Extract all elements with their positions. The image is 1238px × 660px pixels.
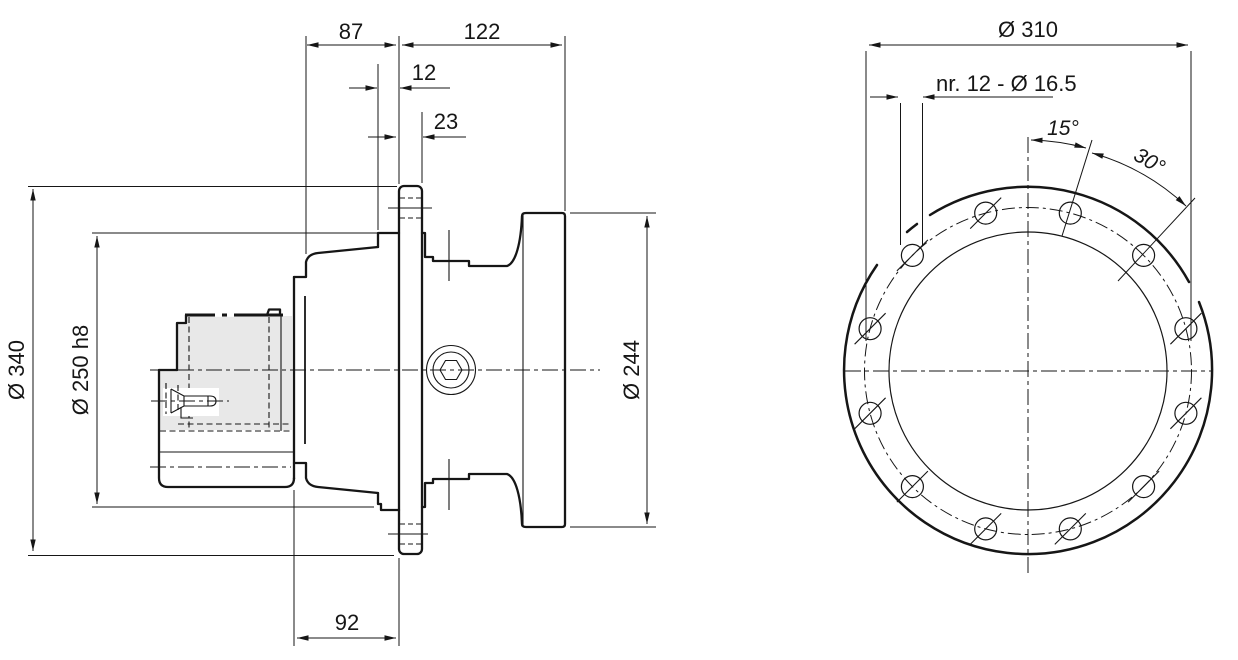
set-screw [163,383,219,419]
dimension-122: 122 [402,19,562,48]
bolt-hole [974,517,998,541]
bolt-hole [974,201,998,225]
dim-12-label: 12 [412,60,436,85]
dimension-30deg: 30° [1091,143,1187,207]
bolt-hole-centermarks [854,197,1202,545]
radial-line-45deg [1117,197,1196,282]
front-centerlines [845,137,1213,576]
bolt-hole [900,475,925,499]
dimensions: 87 122 12 23 92 Ø 340 [4,19,650,641]
bolt-hole [900,243,925,267]
bolt-hole [858,401,882,425]
dim-244-label: Ø 244 [619,340,644,400]
dimension-bolt-holes: nr. 12 - Ø 16.5 [870,71,1077,245]
dimension-340: Ø 340 [4,189,36,551]
flange-outer-circle [842,185,1214,556]
front-flange-view: Ø 310 nr. 12 - Ø 16.5 15° 30° [842,17,1214,576]
dim-250-label: Ø 250 h8 [68,325,93,416]
dimension-92: 92 [297,610,396,641]
flange-bolt-holes [388,197,450,545]
dim-holes-label: nr. 12 - Ø 16.5 [936,71,1077,96]
dimension-12: 12 [349,60,450,91]
dimension-87: 87 [307,19,396,48]
hub-outline [157,308,296,489]
side-section-view: 87 122 12 23 92 Ø 340 [4,19,656,646]
dim-122-label: 122 [464,19,501,44]
dimension-23: 23 [368,109,466,140]
bolt-holes [858,201,1198,541]
dim-92-label: 92 [335,610,359,635]
dim-310-label: Ø 310 [998,17,1058,42]
centerlines [150,369,600,468]
bolt-hole [1058,517,1082,541]
dimension-250h8: Ø 250 h8 [68,236,100,504]
bolt-hole [1131,475,1156,499]
dimension-310: Ø 310 [865,17,1192,341]
pilot-circle [888,231,1168,511]
dim-340-label: Ø 340 [4,340,29,400]
bolt-hole [1058,201,1082,225]
extension-lines [28,36,656,646]
bolt-hole [1174,317,1198,341]
bolt-hole [1174,401,1198,425]
dimension-15deg: 15° [1030,117,1087,149]
dim-23-label: 23 [434,109,458,134]
dim-15-label: 15° [1047,117,1079,140]
bolt-hole [858,317,882,341]
bolt-circle [864,207,1192,535]
bolt-hole [1131,243,1156,267]
dimension-244: Ø 244 [619,216,650,524]
dim-87-label: 87 [339,19,363,44]
radial-line-15deg [1061,139,1093,237]
dim-30-label: 30° [1130,143,1169,179]
retaining-ring-tab [265,308,282,317]
